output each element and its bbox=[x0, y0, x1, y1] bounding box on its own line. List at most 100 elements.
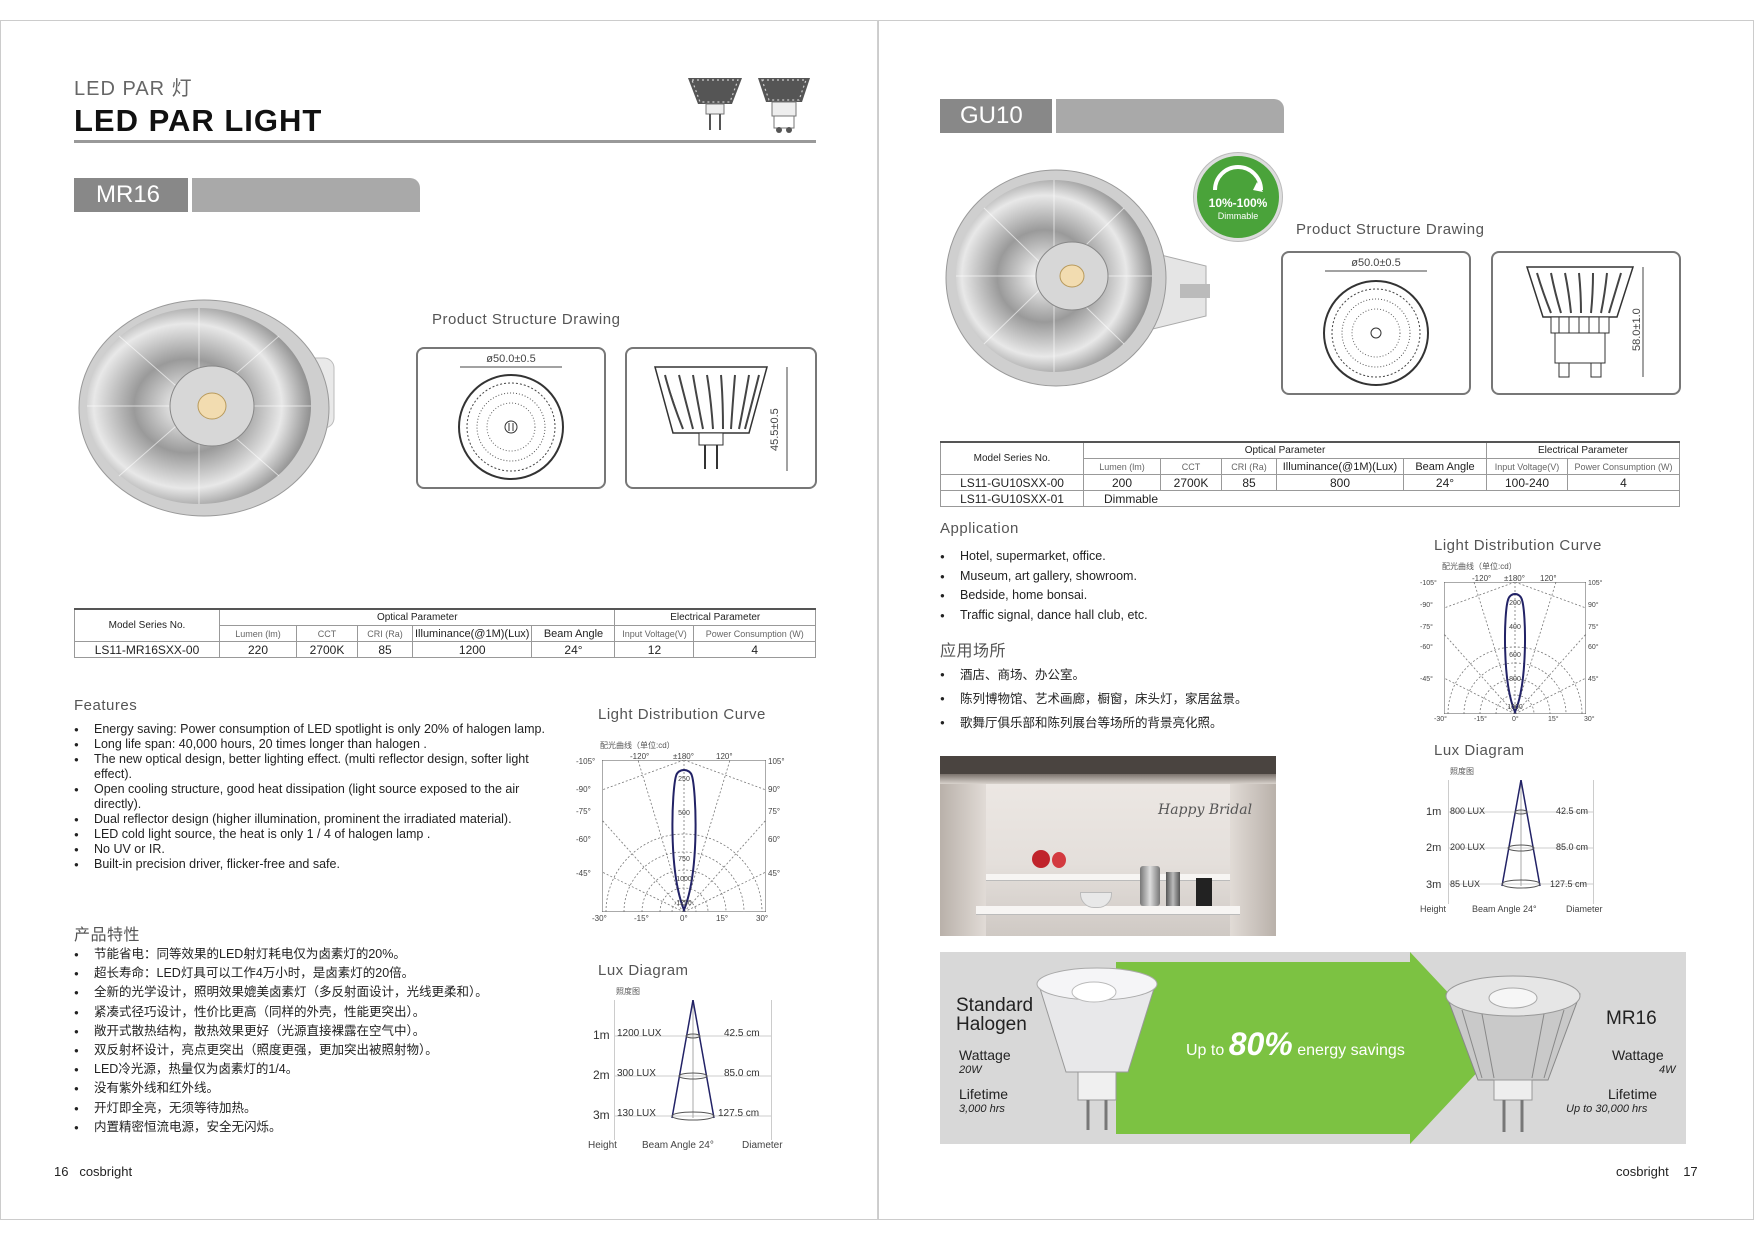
list-item: Built-in precision driver, flicker-free … bbox=[74, 857, 550, 872]
gu10-voltage-value: 100-240 bbox=[1486, 474, 1568, 491]
mr16-power-value: 4 bbox=[693, 641, 816, 658]
mr16-side-svg bbox=[654, 366, 788, 471]
led-wattage-value: 4W bbox=[1659, 1064, 1676, 1076]
mr16-model-value: LS11-MR16SXX-00 bbox=[74, 641, 220, 658]
led-lifetime-value: Up to 30,000 hrs bbox=[1566, 1103, 1648, 1115]
mr16-ldc-caption: 配光曲线（单位:cd） bbox=[600, 741, 675, 750]
list-item: Long life span: 40,000 hours, 20 times l… bbox=[74, 737, 550, 752]
list-item: Dual reflector design (higher illuminati… bbox=[74, 812, 550, 827]
mr16-ldc-right-label: 75° bbox=[768, 807, 781, 816]
header-thumbnails bbox=[688, 78, 810, 133]
gu10-ldc-right-label: 45° bbox=[1588, 676, 1599, 683]
mr16-lux-caption: 照度图 bbox=[616, 987, 640, 996]
halogen-lamp-image bbox=[1036, 967, 1158, 1130]
mr16-ldc-right-label: 90° bbox=[768, 785, 781, 794]
spine bbox=[877, 20, 878, 1220]
features-title: Features bbox=[74, 697, 138, 714]
mr16-col-illuminance: Illuminance(@1M)(Lux) bbox=[411, 625, 533, 642]
list-item: LED冷光源，热量仅为卤素灯的1/4。 bbox=[74, 1062, 554, 1077]
gu10-thumbnail bbox=[758, 78, 810, 133]
halogen-lifetime-label: Lifetime bbox=[959, 1086, 1009, 1102]
mr16-col-cct: CCT bbox=[296, 625, 358, 642]
gu10-model-value: LS11-GU10SXX-00 bbox=[940, 474, 1084, 491]
mr16-ldc-right-label: 60° bbox=[768, 835, 781, 844]
gu10-col-voltage: Input Voltage(V) bbox=[1486, 458, 1568, 475]
led-wattage-label: Wattage bbox=[1612, 1047, 1664, 1063]
gu10-illuminance-value: 800 bbox=[1276, 474, 1404, 491]
mr16-ldc-bottom-label: -30° bbox=[592, 914, 607, 923]
list-item: Bedside, home bonsai. bbox=[940, 586, 1360, 606]
halogen-wattage-label: Wattage bbox=[959, 1047, 1011, 1063]
gu10-lux-diameter-label: Diameter bbox=[1566, 904, 1603, 914]
savings-percent: 80% bbox=[1228, 1026, 1293, 1062]
features-list: Energy saving: Power consumption of LED … bbox=[74, 722, 550, 872]
led-lifetime-label: Lifetime bbox=[1608, 1086, 1658, 1102]
list-item: 酒店、商场、办公室。 bbox=[940, 663, 1360, 687]
mr16-ldc-left-label: -75° bbox=[576, 807, 591, 816]
mr16-col-beam: Beam Angle bbox=[531, 625, 616, 642]
mr16-ldc-ring-label: 250 bbox=[678, 776, 690, 783]
gu10-cri-value: 85 bbox=[1221, 474, 1277, 491]
gu10-lux-height-label: Height bbox=[1420, 904, 1447, 914]
table-row: LS11-MR16SXX-00 220 2700K 85 1200 24° 12… bbox=[74, 641, 816, 658]
mr16-ldc-top-label-2: ±180° bbox=[673, 752, 694, 761]
gu10-model-header: Model Series No. bbox=[940, 441, 1084, 475]
mr16-col-voltage: Input Voltage(V) bbox=[614, 625, 695, 642]
table-row: LS11-GU10SXX-00 200 2700K 85 800 24° 100… bbox=[940, 474, 1680, 491]
mr16-ldc-ring-label: 750 bbox=[678, 856, 690, 863]
mr16-front-drawing: ø50.0±0.5 bbox=[416, 347, 606, 489]
gu10-ldc-right-label: 75° bbox=[1588, 624, 1599, 631]
mr16-product-photo bbox=[78, 299, 335, 517]
list-item: 紧凑式径巧设计，性价比更高（同样的外壳，性能更突出）。 bbox=[74, 1005, 554, 1020]
mr16-tab-label: MR16 bbox=[74, 178, 188, 212]
list-item: Hotel, supermarket, office. bbox=[940, 547, 1360, 567]
gu10-ldc-left-label: -60° bbox=[1420, 644, 1433, 651]
gu10-lux-value-3: 85 LUX bbox=[1450, 879, 1481, 889]
gu10-ldc-ring-label: 400 bbox=[1509, 624, 1521, 631]
gu10-front-svg bbox=[1323, 270, 1429, 386]
mr16-ldc-ring-label: 500 bbox=[678, 810, 690, 817]
gu10-ldc-right-label: 60° bbox=[1588, 644, 1599, 651]
halogen-name: Standard Halogen bbox=[956, 995, 1034, 1035]
mr16-ldc-title: Light Distribution Curve bbox=[598, 706, 766, 723]
gu10-col-beam: Beam Angle bbox=[1403, 458, 1487, 475]
cn-application-title: 应用场所 bbox=[940, 643, 1007, 660]
gu10-dimmable-note: Dimmable bbox=[1083, 490, 1680, 507]
cn-features-title: 产品特性 bbox=[74, 927, 141, 944]
photo-sign-text: Happy Bridal bbox=[1158, 802, 1253, 818]
list-item: The new optical design, better lighting … bbox=[74, 752, 550, 782]
gu10-lux-diameter-1: 42.5 cm bbox=[1556, 806, 1589, 816]
gu10-front-drawing: ø50.0±0.5 bbox=[1281, 251, 1471, 395]
mr16-cri-value: 85 bbox=[357, 641, 413, 658]
list-item: 陈列博物馆、艺术画廊，橱窗，床头灯，家居盆景。 bbox=[940, 687, 1360, 711]
gu10-lux-beam-label: Beam Angle 24° bbox=[1472, 904, 1537, 914]
mr16-spec-table: Model Series No. Optical Parameter Elect… bbox=[74, 608, 816, 658]
mr16-front-svg bbox=[458, 366, 564, 480]
mr16-side-drawing: 45.5±0.5 bbox=[625, 347, 817, 489]
list-item: No UV or IR. bbox=[74, 842, 550, 857]
mr16-illuminance-value: 1200 bbox=[411, 641, 533, 658]
gu10-electrical-header: Electrical Parameter bbox=[1486, 441, 1680, 459]
gu10-structure-title: Product Structure Drawing bbox=[1296, 221, 1485, 238]
mr16-lux-diameter-label: Diameter bbox=[742, 1140, 783, 1151]
gu10-ldc-right-label: 105° bbox=[1588, 580, 1603, 587]
list-item: 没有紫外线和红外线。 bbox=[74, 1081, 554, 1096]
mr16-lux-chart bbox=[614, 1000, 772, 1140]
list-item: Traffic signal, dance hall club, etc. bbox=[940, 606, 1360, 626]
list-item: Energy saving: Power consumption of LED … bbox=[74, 722, 550, 737]
brand-right: cosbright bbox=[1616, 1164, 1669, 1179]
page-number-left: 16 bbox=[54, 1164, 69, 1179]
mr16-electrical-header: Electrical Parameter bbox=[614, 608, 816, 626]
dimmable-percent: 10%-100% bbox=[1208, 196, 1268, 210]
mr16-lux-height-1: 1m bbox=[593, 1028, 610, 1042]
list-item: Open cooling structure, good heat dissip… bbox=[74, 782, 550, 812]
mr16-ldc-left-label: -45° bbox=[576, 869, 591, 878]
cn-features-list: 节能省电：同等效果的LED射灯耗电仅为卤素灯的20%。 超长寿命：LED灯具可以… bbox=[74, 947, 554, 1139]
mr16-lux-title: Lux Diagram bbox=[598, 962, 689, 979]
mr16-lux-value-1: 1200 LUX bbox=[617, 1028, 662, 1039]
list-item: 歌舞厅俱乐部和陈列展台等场所的背景亮化照。 bbox=[940, 711, 1360, 735]
mr16-dim-diameter: ø50.0±0.5 bbox=[486, 353, 536, 365]
gu10-beam-value: 24° bbox=[1403, 474, 1487, 491]
mr16-ldc-left-label: -105° bbox=[576, 757, 596, 766]
gu10-side-drawing: 58.0±1.0 bbox=[1491, 251, 1681, 395]
